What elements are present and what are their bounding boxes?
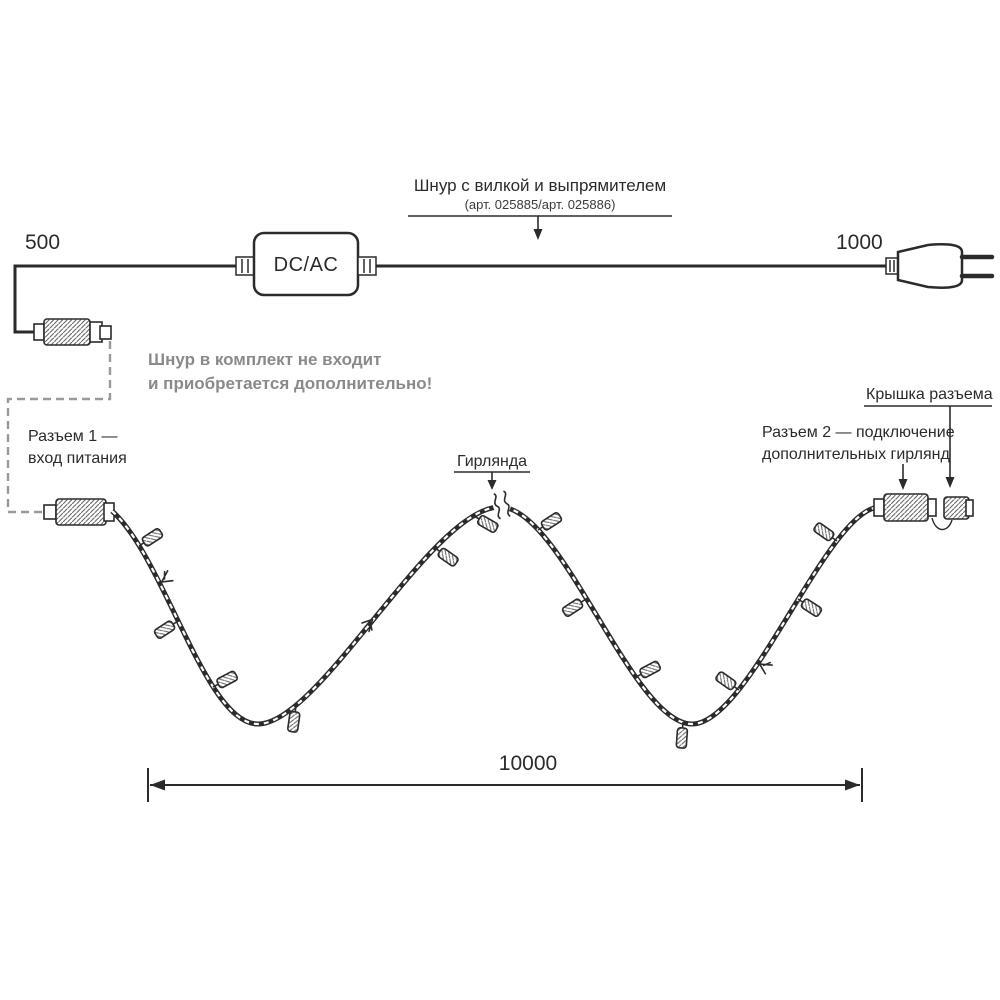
garland-wire-twist-highlight (111, 505, 881, 726)
length-500-label: 500 (25, 231, 60, 254)
branch-sprig-icon (361, 618, 374, 633)
led-bulb-icon (473, 514, 499, 534)
title-pointer-arrow-icon (533, 216, 543, 240)
led-bulb-icon (138, 527, 164, 547)
led-bulb-icon (212, 670, 239, 689)
cord-title-label: Шнур с вилкой и выпрямителем (414, 176, 666, 195)
led-bulb-icon (715, 671, 740, 691)
garland-input-connector-icon (43, 498, 115, 526)
not-included-note-line1: Шнур в комплект не входит (148, 350, 381, 369)
dcac-label: DC/AC (274, 254, 339, 276)
led-bulb-icon (287, 705, 301, 733)
dashed-connection-line (6, 341, 112, 514)
cap-callout: Крышка разъема (864, 386, 993, 488)
connector-cap-icon (943, 496, 974, 520)
garland-callout: Гирлянда (454, 453, 530, 490)
led-bulb-icon (153, 620, 179, 640)
led-bulb-icon (537, 511, 563, 531)
not-included-note-line2: и приобретается дополнительно! (148, 374, 432, 393)
dcac-converter-box: DC/AC (252, 231, 360, 297)
cord-article-label: (арт. 025885/арт. 025886) (465, 197, 616, 212)
cap-pointer-arrow-icon (945, 406, 955, 488)
led-bulb-icon (434, 547, 459, 567)
sprigs-group (160, 570, 773, 675)
cap-label: Крышка разъема (866, 386, 993, 403)
branch-sprig-icon (160, 570, 174, 583)
connector1-label-line1: Разъем 1 — (28, 428, 118, 445)
garland-label: Гирлянда (457, 453, 527, 470)
led-bulb-icon (813, 522, 838, 542)
branch-sprig-icon (758, 661, 773, 675)
connector2-label-line1: Разъем 2 — подключение (762, 424, 955, 441)
led-bulb-icon (797, 598, 823, 618)
garland-pointer-arrow-icon (487, 472, 497, 490)
connector2-pointer-arrow-icon (898, 464, 908, 490)
led-bulb-icon (635, 660, 662, 679)
connector2-label-line2: дополнительных гирлянд (762, 446, 950, 463)
connector1-label-line2: вход питания (28, 450, 127, 467)
wire-break-icon (493, 490, 511, 520)
power-cord-wire-left (13, 264, 240, 334)
strain-relief-left-icon (235, 256, 255, 276)
total-length-label: 10000 (499, 752, 557, 775)
garland-output-connector-icon (873, 493, 937, 522)
dimension-line-10000 (147, 768, 863, 802)
led-bulbs-group (138, 511, 838, 749)
length-1000-label: 1000 (836, 231, 883, 254)
led-bulb-icon (561, 598, 587, 618)
led-bulb-icon (675, 721, 689, 749)
cap-tether-line (931, 517, 953, 531)
strain-relief-right-icon (357, 256, 377, 276)
cord-title-callout: Шнур с вилкой и выпрямителем (арт. 02588… (408, 176, 672, 240)
power-plug-icon (885, 243, 995, 289)
power-output-connector-icon (33, 318, 112, 346)
garland-wire (110, 504, 881, 727)
